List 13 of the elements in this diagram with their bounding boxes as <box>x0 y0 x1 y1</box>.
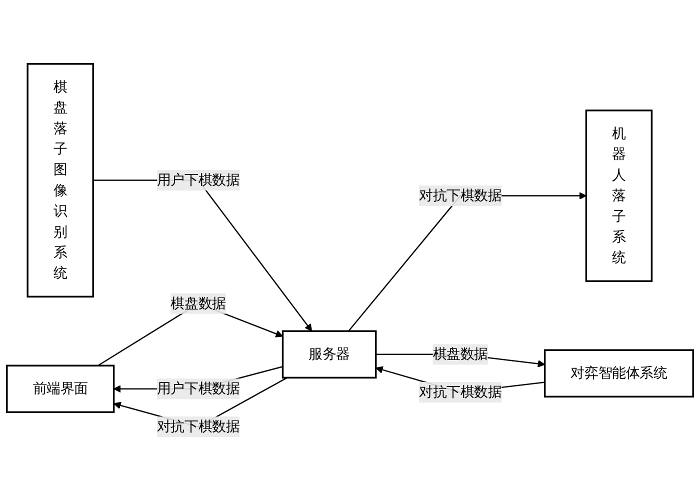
arrow <box>93 180 312 332</box>
edge-label: 对抗下棋数据 <box>418 187 502 204</box>
edge-label: 用户下棋数据 <box>156 172 240 188</box>
node-box: 对弈智能体系统 <box>544 349 694 398</box>
node-box: 服务器 <box>282 330 377 379</box>
node-box: 棋盘落子图像识别系统 <box>26 63 94 298</box>
edge-label: 对抗下棋数据 <box>418 384 502 400</box>
edge-label: 棋盘数据 <box>170 294 226 312</box>
edge-label: 用户下棋数据 <box>156 380 240 397</box>
edge-label: 棋盘数据 <box>432 346 488 362</box>
edge-label: 对抗下棋数据 <box>156 418 240 435</box>
node-box: 机器人落子系统 <box>585 110 653 282</box>
node-box: 前端界面 <box>6 364 115 413</box>
